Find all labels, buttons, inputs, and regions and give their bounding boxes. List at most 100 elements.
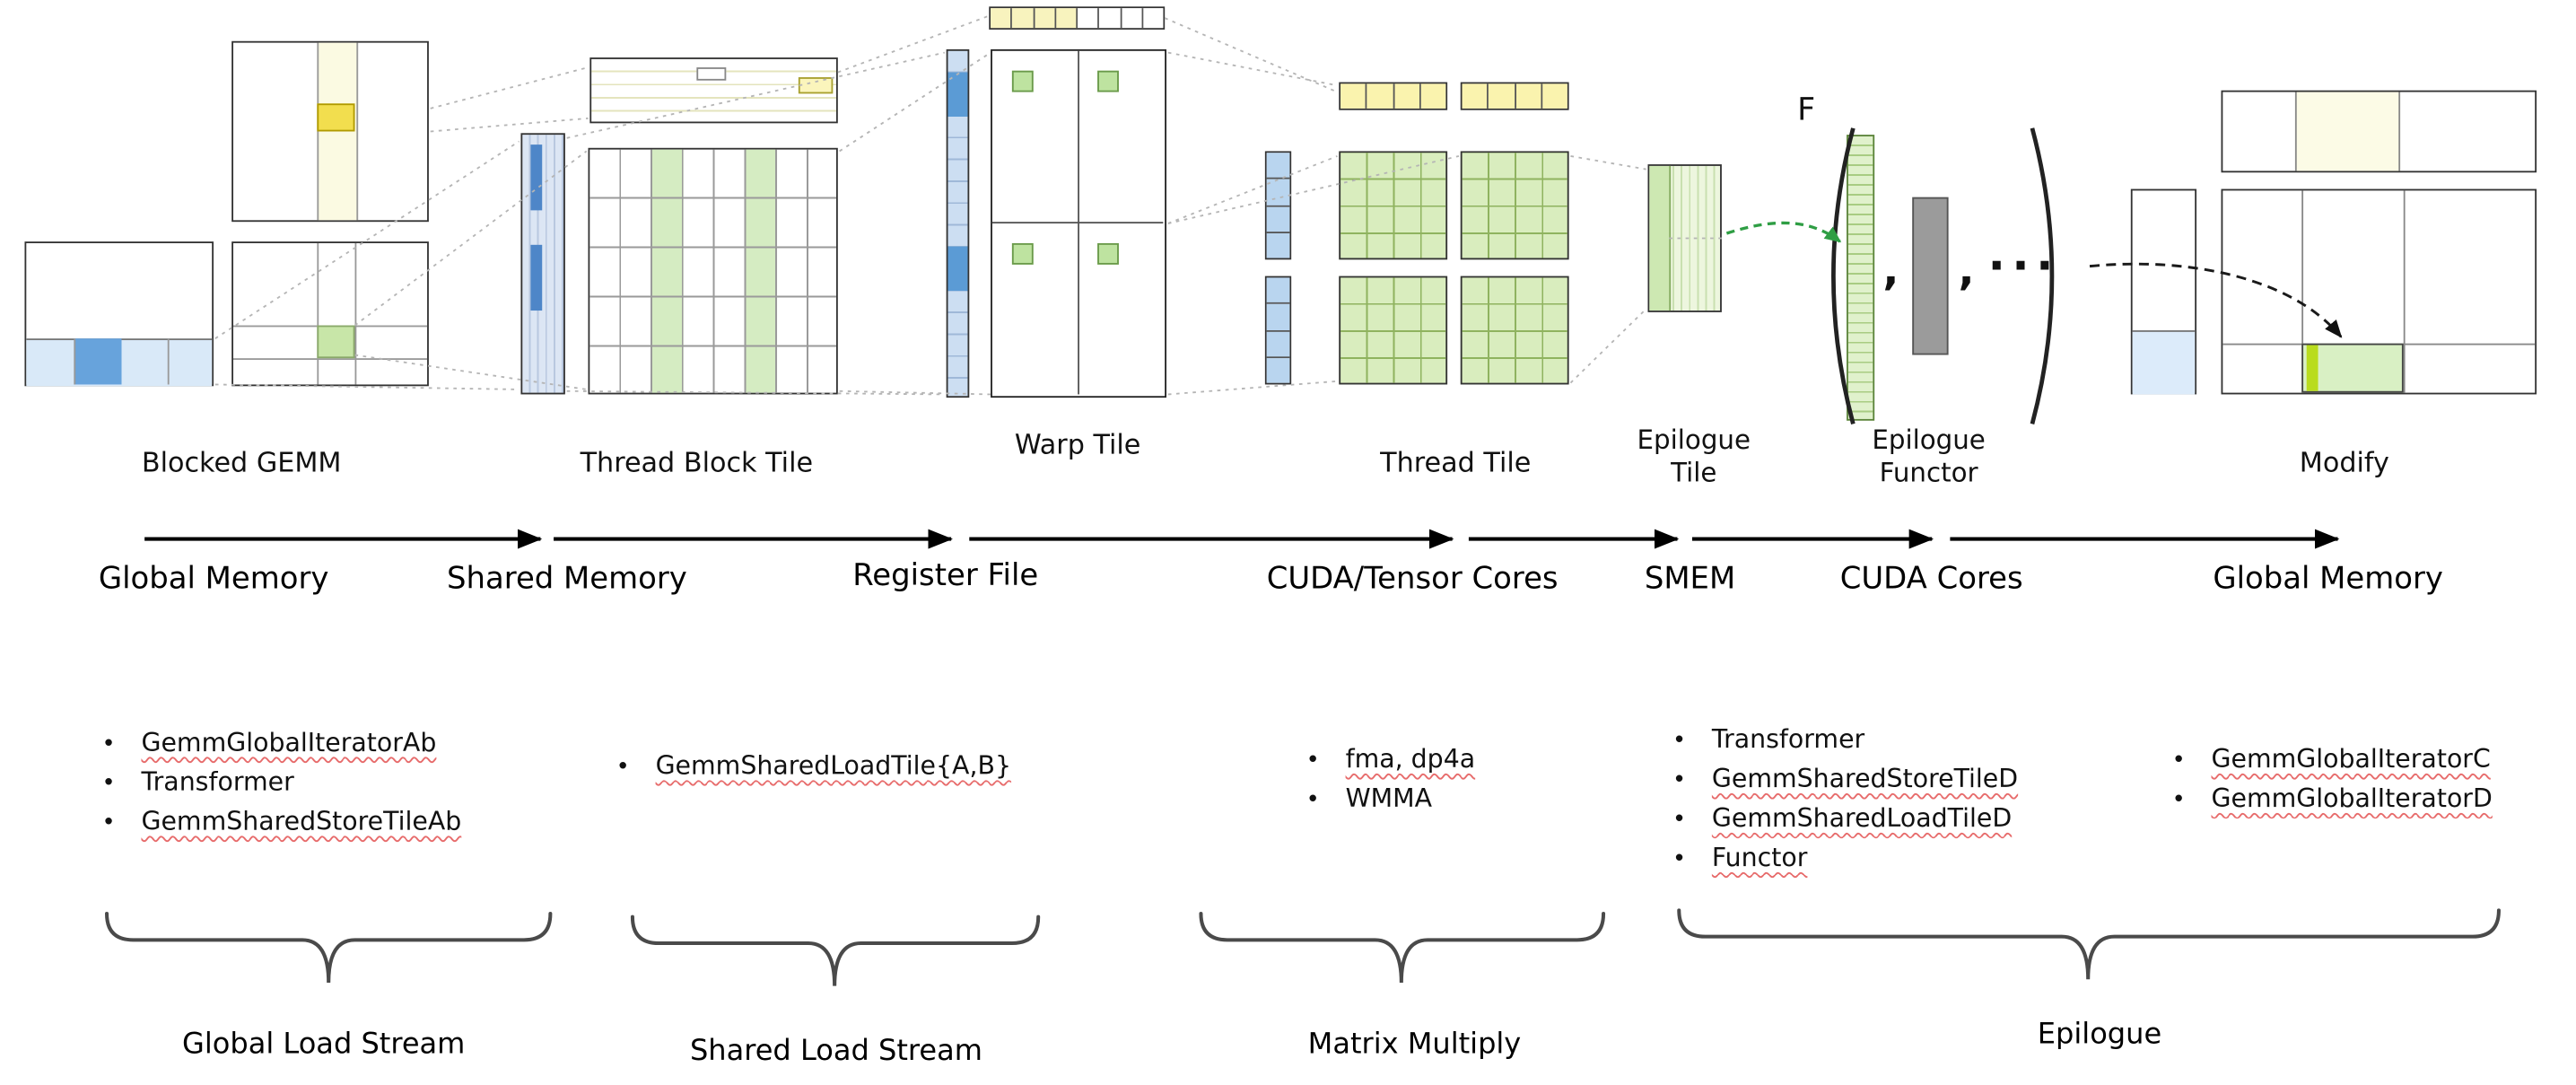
list-item-text: WMMA	[1345, 783, 1433, 814]
b-strip-cell	[696, 67, 727, 81]
stream-label-shared-load-stream: Shared Load Stream	[689, 1035, 982, 1069]
yellow-cell	[1367, 83, 1394, 109]
list-item: •GemmGlobalIteratorAb	[102, 724, 462, 764]
warp-green-cell	[1097, 70, 1119, 92]
blue-cell	[1266, 304, 1290, 331]
a-matrix-blue-cell	[74, 338, 122, 385]
warp-strip-cell	[1121, 8, 1143, 29]
grid-lines-overlay	[589, 149, 836, 393]
functor-f-symbol: F	[1797, 92, 1816, 128]
list-item: • GemmGlobalIteratorD	[2172, 781, 2493, 820]
warp-green-cell	[1097, 242, 1119, 265]
modify-left-strip	[2130, 188, 2197, 395]
stage-label-epilogue-tile: Epilogue Tile	[1637, 424, 1751, 488]
list-item-text: GemmSharedStoreTileAb	[141, 807, 462, 836]
memory-label-cuda-tensor-cores: CUDA/Tensor Cores	[1266, 562, 1559, 597]
grid-lines-overlay	[1340, 153, 1446, 258]
memory-label-global-memory-1: Global Memory	[98, 562, 329, 597]
bullet-icon: •	[2171, 787, 2186, 814]
modify-green-cell	[2301, 343, 2404, 393]
blue-cell	[1266, 153, 1290, 180]
thread-green-grid	[1339, 151, 1448, 260]
warp-strip-cell	[1034, 8, 1056, 29]
list-item: •GemmSharedStoreTileD	[1672, 761, 2018, 801]
warp-strip-cell	[1012, 8, 1035, 29]
warp-green-cell	[1011, 242, 1034, 265]
list-item: •GemmSharedLoadTile{A,B}	[616, 748, 1011, 787]
grid-lines-overlay	[1462, 153, 1567, 258]
warp-strip-cell	[1078, 8, 1100, 29]
bullet-icon: •	[2171, 748, 2186, 774]
warp-strip-blue-cell	[947, 246, 968, 292]
warp-green-cell	[1011, 70, 1034, 92]
c-matrix-gridline	[354, 242, 357, 385]
brace-shared-load-stream	[630, 914, 1041, 986]
list-item: • Functor	[1672, 840, 2018, 879]
stage-label-blocked-gemm: Blocked GEMM	[141, 447, 342, 478]
memory-label-global-memory-2: Global Memory	[2213, 562, 2443, 597]
component-list-matrix-multiply: • fma, dp4a •WMMA	[1306, 741, 1476, 820]
c-matrix-gridline	[317, 242, 319, 385]
stage-label-warp-tile: Warp Tile	[1014, 428, 1141, 460]
stage-label-epilogue-functor: Epilogue Functor	[1872, 424, 1986, 488]
brace-epilogue	[1677, 908, 2501, 980]
list-item: •GemmGlobalIteratorC	[2172, 741, 2493, 781]
blue-cell	[1266, 357, 1290, 383]
warp-strip-cell	[1055, 8, 1078, 29]
list-item: •Transformer	[1672, 722, 2018, 761]
functor-comma: ,	[1882, 246, 1899, 296]
bullet-icon: •	[101, 731, 116, 758]
memory-label-shared-memory: Shared Memory	[447, 562, 687, 597]
modify-top-matrix	[2221, 90, 2537, 173]
modify-left-blue-band	[2132, 330, 2196, 395]
yellow-cell	[1541, 83, 1567, 109]
thread-green-grid	[1460, 276, 1569, 385]
bullet-icon: •	[101, 809, 116, 836]
yellow-cell	[1393, 83, 1421, 109]
stream-braces	[105, 908, 2501, 986]
memory-label-cuda-cores: CUDA Cores	[1839, 562, 2023, 597]
bullet-icon: •	[1672, 845, 1687, 873]
list-item: •WMMA	[1306, 781, 1476, 820]
epilogue-tile-band	[1649, 165, 1672, 311]
threadblock-a-strip	[520, 133, 565, 395]
b-strip-yellow-cell	[798, 77, 834, 94]
modify-main-matrix	[2221, 188, 2537, 395]
list-item-text: Transformer	[141, 767, 294, 798]
thread-green-grid	[1460, 151, 1569, 260]
bullet-icon: •	[1672, 767, 1687, 794]
green-dashed-arrow	[1725, 221, 1842, 243]
blue-cell	[1266, 330, 1290, 358]
warp-left-strip	[946, 48, 970, 398]
list-item-text: fma, dp4a	[1345, 744, 1476, 774]
c-matrix-green-cell	[317, 325, 355, 359]
list-item-text: GemmGlobalIteratorD	[2211, 783, 2493, 814]
yellow-cell	[1489, 83, 1516, 109]
c-matrix-gridline	[233, 358, 428, 360]
list-item-text: Functor	[1711, 843, 1808, 873]
modify-vivid-bar	[2306, 345, 2318, 391]
thread-blue-strip	[1264, 276, 1292, 385]
warp-top-strip	[989, 6, 1166, 30]
blue-cell	[1266, 232, 1290, 258]
stream-label-global-load-stream: Global Load Stream	[182, 1028, 466, 1062]
warp-strip-cell	[1142, 8, 1164, 29]
brace-matrix-multiply	[1199, 912, 1606, 983]
list-item: •Transformer	[102, 764, 462, 803]
component-list-shared-load: •GemmSharedLoadTile{A,B}	[616, 748, 1011, 787]
modify-top-pale-band	[2294, 92, 2401, 171]
bullet-icon: •	[1305, 748, 1320, 774]
blocked-gemm-b-matrix	[231, 40, 429, 223]
list-item: •GemmSharedLoadTileD	[1672, 801, 2018, 840]
thread-green-grid	[1339, 276, 1448, 385]
stage-label-modify: Modify	[2299, 447, 2389, 478]
threadblock-main-grid	[588, 147, 838, 395]
list-item: • GemmSharedStoreTileAb	[102, 803, 462, 843]
thread-blue-strip	[1264, 151, 1292, 260]
threadblock-b-strip	[589, 57, 838, 124]
list-item-text: Transformer	[1711, 724, 1865, 755]
a-matrix-divider	[74, 338, 76, 385]
memory-label-smem: SMEM	[1644, 562, 1736, 597]
functor-comma: ,	[1958, 246, 1975, 296]
